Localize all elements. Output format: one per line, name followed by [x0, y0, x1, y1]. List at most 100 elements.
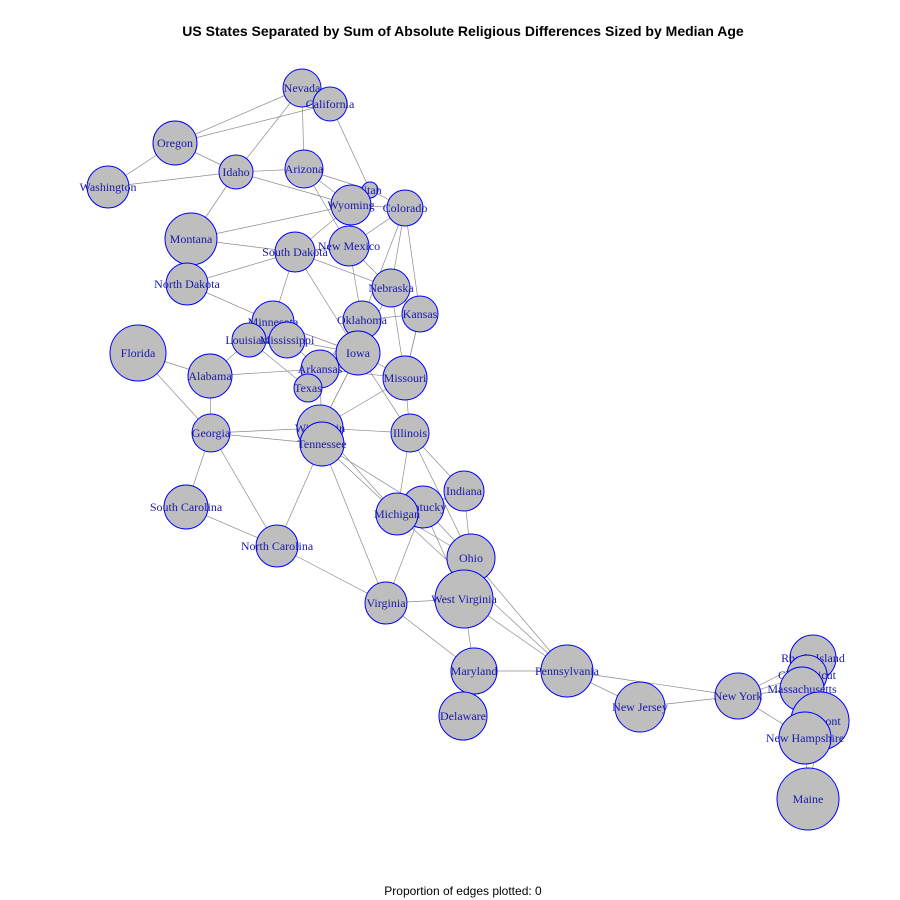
node-oregon: Oregon	[152, 120, 198, 166]
node-label: California	[306, 97, 355, 111]
node-maryland: Maryland	[450, 647, 498, 695]
node-label: Montana	[170, 232, 213, 246]
node-north-dakota: North Dakota	[154, 262, 220, 306]
node-label: Illinois	[393, 426, 427, 440]
node-label: Maine	[793, 792, 824, 806]
edge-pennsylvania-new-york	[566, 670, 739, 697]
node-circle	[274, 231, 316, 273]
node-washington: Washington	[79, 165, 137, 209]
edge-california-oregon	[174, 103, 331, 144]
node-label: Nebraska	[368, 281, 414, 295]
node-label: New York	[714, 689, 763, 703]
node-label: South Dakota	[262, 245, 328, 259]
node-label: Tennessee	[297, 437, 346, 451]
node-idaho: Idaho	[218, 154, 254, 190]
node-mississippi: Mississippi	[260, 321, 315, 359]
node-colorado: Colorado	[383, 189, 428, 227]
node-arizona: Arizona	[284, 149, 324, 189]
node-circle	[231, 322, 267, 358]
node-oklahoma: Oklahoma	[337, 300, 388, 340]
node-georgia: Georgia	[191, 413, 231, 453]
node-label: New Hampshire	[766, 731, 844, 745]
node-circle	[614, 681, 666, 733]
node-missouri: Missouri	[382, 355, 428, 401]
node-circle	[330, 184, 372, 226]
node-circle	[191, 413, 231, 453]
node-label: North Carolina	[241, 539, 314, 553]
node-alabama: Alabama	[187, 353, 233, 399]
node-kansas: Kansas	[401, 295, 439, 333]
node-circle	[375, 492, 419, 536]
edge-wyoming-montana	[190, 204, 352, 240]
node-circle	[293, 373, 323, 403]
edge-tennessee-virginia	[321, 443, 387, 604]
node-circle	[255, 524, 299, 568]
node-label: Mississippi	[260, 333, 315, 347]
node-new-jersey: New Jersey	[612, 681, 668, 733]
node-label: Arizona	[285, 162, 324, 176]
node-pennsylvania: Pennsylvania	[535, 644, 600, 698]
node-nevada: Nevada	[282, 68, 322, 108]
node-circle	[299, 421, 345, 467]
node-circle	[443, 470, 485, 512]
node-circle	[328, 225, 370, 267]
node-north-carolina: North Carolina	[241, 524, 314, 568]
node-new-mexico: New Mexico	[318, 225, 380, 267]
edge-proportion-caption: Proportion of edges plotted: 0	[384, 884, 542, 898]
edge-colorado-oklahoma	[361, 207, 406, 321]
node-circle	[382, 355, 428, 401]
node-label: Delaware	[440, 709, 486, 723]
node-circle	[165, 262, 209, 306]
node-south-dakota: South Dakota	[262, 231, 328, 273]
node-label: Oklahoma	[337, 313, 388, 327]
node-maine: Maine	[776, 767, 840, 831]
node-new-hampshire: New Hampshire	[766, 711, 844, 765]
node-circle	[268, 321, 306, 359]
node-circle	[540, 644, 594, 698]
node-new-york: New York	[714, 672, 763, 720]
node-texas: Texas	[293, 373, 323, 403]
node-label: Arkansas	[298, 362, 343, 376]
node-nebraska: Nebraska	[368, 268, 414, 308]
node-circle	[390, 413, 430, 453]
node-delaware: Delaware	[438, 691, 488, 741]
node-montana: Montana	[164, 212, 218, 266]
node-california: California	[306, 86, 355, 122]
node-circle	[401, 295, 439, 333]
node-tennessee: Tennessee	[297, 421, 347, 467]
edge-georgia-north-carolina	[210, 432, 278, 547]
node-arkansas: Arkansas	[298, 349, 343, 389]
node-label: Alabama	[188, 369, 232, 383]
node-circle	[371, 268, 411, 308]
node-label: Virginia	[366, 596, 406, 610]
node-circle	[386, 189, 424, 227]
node-circle	[450, 647, 498, 695]
node-indiana: Indiana	[443, 470, 485, 512]
node-label: New Mexico	[318, 239, 380, 253]
node-wyoming: Wyoming	[327, 184, 375, 226]
node-label: Iowa	[346, 346, 371, 360]
node-circle	[364, 581, 408, 625]
node-label: Florida	[121, 346, 156, 360]
node-label: South Carolina	[150, 500, 223, 514]
node-circle	[284, 149, 324, 189]
node-circle	[714, 672, 762, 720]
node-label: West Virginia	[431, 592, 497, 606]
node-circle	[778, 711, 832, 765]
node-circle	[86, 165, 130, 209]
node-label: Pennsylvania	[535, 664, 600, 678]
node-label: Louisiana	[225, 333, 273, 347]
node-circle	[438, 691, 488, 741]
node-circle	[335, 330, 381, 376]
node-iowa: Iowa	[335, 330, 381, 376]
node-label: Michigan	[374, 507, 420, 521]
node-label: Ohio	[459, 551, 483, 565]
node-florida: Florida	[109, 324, 167, 382]
node-label: Missouri	[384, 371, 427, 385]
chart-title: US States Separated by Sum of Absolute R…	[182, 23, 744, 39]
node-label: Colorado	[383, 201, 428, 215]
node-label: Nevada	[284, 81, 321, 95]
node-label: Wyoming	[327, 198, 374, 212]
